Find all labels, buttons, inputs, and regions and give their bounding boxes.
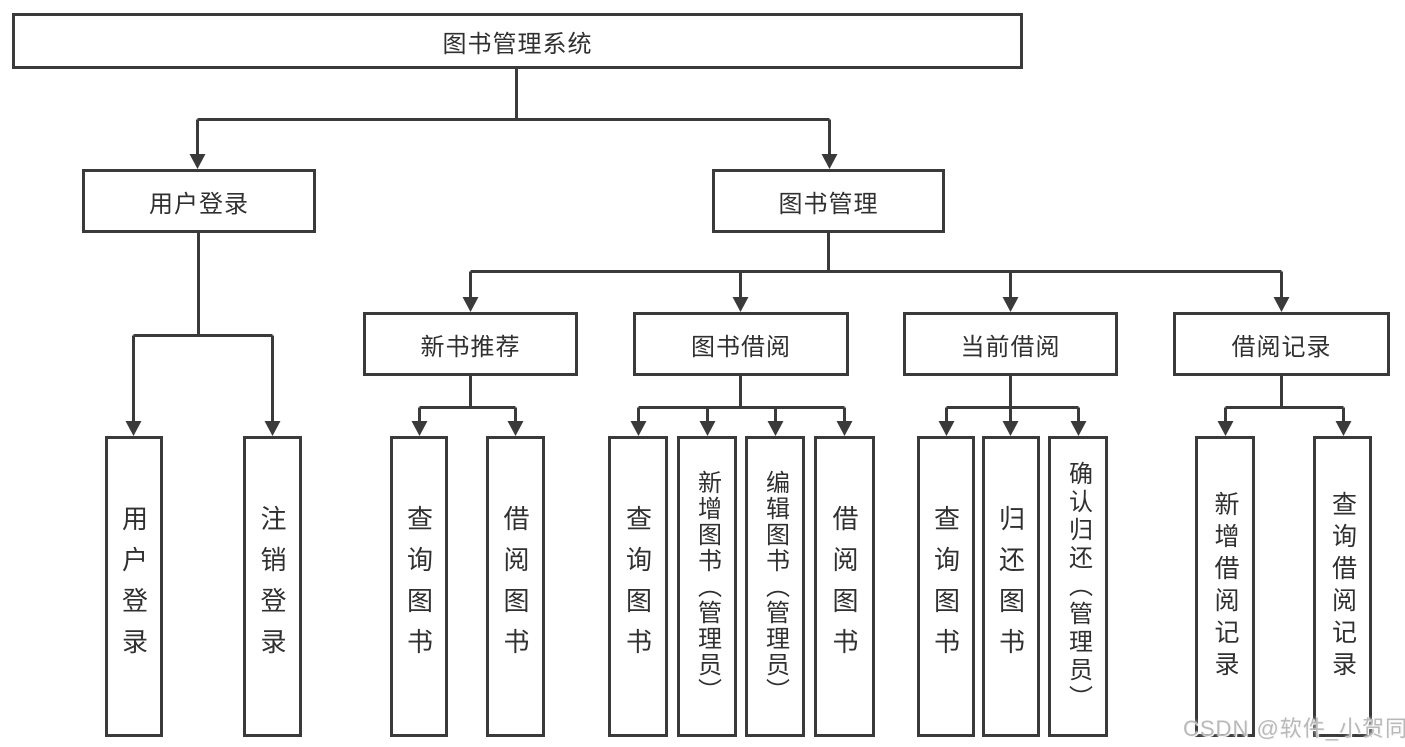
leaf-add-borrow-record: 新增借阅记录	[1195, 436, 1255, 737]
leaf-borrow-books-recommend-label: 借阅图书	[500, 504, 530, 669]
leaf-query-books-borrow: 查询图书	[608, 436, 668, 737]
node-user-login: 用户登录	[82, 169, 316, 233]
node-new-book-recommend-label: 新书推荐	[420, 333, 521, 361]
leaf-borrow-books-recommend: 借阅图书	[486, 436, 545, 737]
node-borrow-records-label: 借阅记录	[1231, 333, 1332, 361]
node-book-borrow-label: 图书借阅	[691, 333, 791, 361]
node-current-borrow: 当前借阅	[903, 312, 1118, 376]
leaf-confirm-return-admin-label: 确认归还（管理员）	[1064, 460, 1092, 713]
leaf-query-books-recommend-label: 查询图书	[403, 504, 434, 669]
leaf-borrow-books-label: 借阅图书	[829, 504, 859, 669]
leaf-borrow-books: 借阅图书	[814, 436, 875, 737]
leaf-return-books: 归还图书	[982, 436, 1040, 737]
node-borrow-records: 借阅记录	[1173, 312, 1390, 376]
leaf-logout-label: 注销登录	[257, 504, 287, 669]
node-book-management: 图书管理	[712, 169, 945, 233]
leaf-user-login-label: 用户登录	[118, 504, 149, 669]
leaf-query-borrow-record: 查询借阅记录	[1313, 436, 1372, 737]
leaf-query-books-borrow-label: 查询图书	[622, 504, 653, 669]
leaf-query-borrow-record-label: 查询借阅记录	[1328, 490, 1357, 683]
leaf-query-books-recommend: 查询图书	[390, 436, 448, 737]
node-new-book-recommend: 新书推荐	[363, 312, 578, 376]
leaf-logout: 注销登录	[243, 436, 302, 737]
leaf-query-books-current: 查询图书	[917, 436, 975, 737]
leaf-edit-books-admin-label: 编辑图书（管理员）	[761, 469, 789, 704]
node-library-system-label: 图书管理系统	[442, 30, 593, 58]
leaf-add-books-admin-label: 新增图书（管理员）	[693, 469, 721, 704]
node-book-borrow: 图书借阅	[633, 312, 849, 376]
node-current-borrow-label: 当前借阅	[960, 333, 1061, 361]
leaf-edit-books-admin: 编辑图书（管理员）	[745, 436, 805, 737]
leaf-confirm-return-admin: 确认归还（管理员）	[1048, 436, 1108, 737]
node-library-system: 图书管理系统	[12, 13, 1023, 69]
leaf-user-login: 用户登录	[105, 436, 163, 737]
node-user-login-label: 用户登录	[149, 190, 249, 218]
node-book-management-label: 图书管理	[778, 190, 879, 218]
leaf-add-books-admin: 新增图书（管理员）	[677, 436, 737, 737]
leaf-return-books-label: 归还图书	[995, 504, 1026, 669]
leaf-add-borrow-record-label: 新增借阅记录	[1211, 490, 1239, 683]
csdn-watermark: CSDN @软件_小贺同学	[1183, 716, 1405, 741]
leaf-query-books-current-label: 查询图书	[930, 504, 961, 669]
